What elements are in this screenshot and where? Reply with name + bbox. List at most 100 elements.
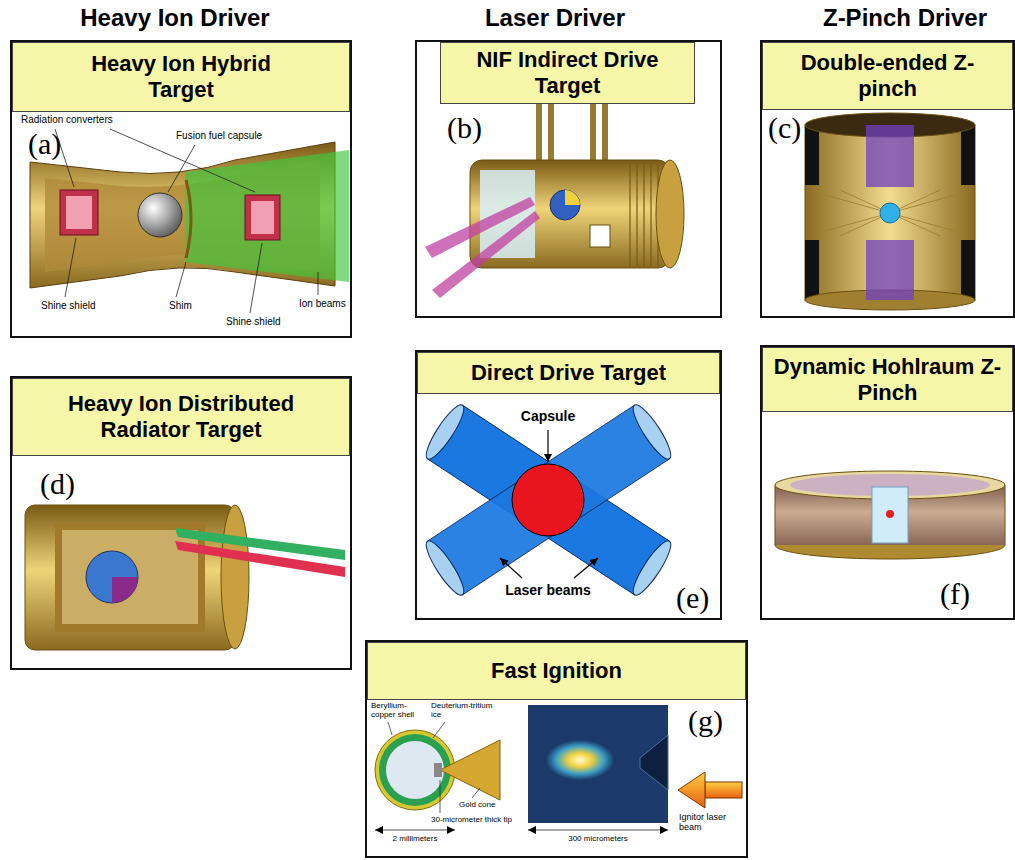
leader-arrow [574, 558, 598, 578]
hohlraum-art [656, 160, 684, 268]
panel-header: Fast Ignition [367, 642, 746, 700]
leader-line [250, 243, 262, 313]
hohlraum-art [550, 190, 580, 220]
direct-drive-art [421, 401, 470, 463]
radiator-target-art [25, 505, 235, 650]
panel-header: NIF Indirect Drive Target [440, 42, 695, 104]
part-label: Capsule [520, 408, 576, 424]
panel-title: Double-ended Z-pinch [798, 50, 978, 102]
dimension-line [528, 830, 668, 831]
hohlraum-art [630, 162, 658, 266]
hybrid-target-art [66, 196, 92, 229]
fast-ignition-art [546, 740, 614, 780]
target-panel: Heavy Ion Distributed Radiator Target (d) [10, 376, 352, 670]
leader-line [176, 262, 186, 297]
fast-ignition-art [705, 782, 742, 798]
direct-drive-art [628, 401, 677, 463]
hohlraum-art [536, 104, 542, 164]
hybrid-target-art [251, 201, 274, 234]
panel-title: Direct Drive Target [471, 360, 666, 386]
panel-title: Heavy Ion Hybrid Target [81, 51, 281, 103]
part-label: Fusion fuel capsule [175, 130, 263, 142]
dynamic-hohlraum-art [775, 485, 776, 545]
hybrid-target-art [60, 190, 98, 235]
leader-arrow [500, 430, 598, 578]
column-heading: Heavy Ion Driver [79, 4, 270, 32]
hohlraum-art [602, 104, 608, 164]
leader-line [472, 788, 480, 798]
part-label: Laser beams [504, 582, 592, 598]
dynamic-hohlraum-art [1005, 485, 1006, 545]
part-label: Gold cone [458, 800, 496, 809]
panel-letter: (f) [940, 578, 970, 610]
dynamic-hohlraum-art [872, 487, 908, 543]
target-panel: Heavy Ion Hybrid Target(a) [10, 40, 352, 338]
leader-arrow [500, 558, 522, 578]
part-label: Shine shield [225, 316, 281, 328]
hohlraum-art [425, 104, 684, 298]
fast-ignition-art [386, 741, 444, 799]
radiator-target-art [112, 577, 138, 603]
hybrid-target-art [185, 150, 349, 282]
radiator-target-art [221, 505, 249, 649]
direct-drive-art [512, 464, 584, 536]
leader-line [318, 272, 319, 295]
fast-ignition-art [440, 740, 500, 800]
panel-title: Heavy Ion Distributed Radiator Target [31, 391, 331, 443]
radiator-target-art [175, 541, 345, 577]
panel-title: NIF Indirect Drive Target [458, 47, 678, 99]
direct-drive-art [421, 401, 677, 599]
part-label: Beryllium-copper shell [370, 701, 424, 719]
dimension-label: 300 micrometers [567, 834, 629, 843]
panel-letter: (d) [40, 468, 75, 500]
hohlraum-art [548, 104, 554, 164]
radiator-target-art [25, 505, 345, 650]
panel-header: Double-ended Z-pinch [762, 42, 1013, 110]
column-heading: Laser Driver [484, 4, 626, 32]
target-panel: NIF Indirect Drive Target (b) [415, 40, 722, 318]
panel-header: Dynamic Hohlraum Z-Pinch [762, 347, 1013, 412]
z-pinch-art [805, 125, 819, 185]
part-label: Deuterium-tritium ice [430, 701, 502, 719]
z-pinch-art [866, 240, 914, 300]
panel-letter: (e) [676, 582, 709, 614]
hohlraum-art [565, 190, 580, 205]
leader-arrow [547, 430, 548, 462]
radiator-target-art [86, 551, 138, 603]
hybrid-target-art [186, 180, 191, 258]
leader-line [440, 780, 441, 813]
fast-ignition-art [640, 735, 668, 790]
panel-header: Direct Drive Target [417, 352, 720, 394]
z-pinch-art [805, 125, 975, 300]
target-panel: Direct Drive Target (e) [415, 350, 722, 620]
dimension-label: 2 millimeters [392, 834, 439, 843]
radiator-target-art [55, 522, 205, 632]
panel-header: Heavy Ion Distributed Radiator Target [12, 378, 350, 456]
dynamic-hohlraum-art [775, 471, 1005, 559]
hohlraum-art [643, 162, 644, 266]
hohlraum-art [636, 162, 637, 266]
hohlraum-art [590, 225, 610, 247]
panel-letter: (g) [688, 705, 723, 737]
part-label: Shine shield [40, 300, 96, 312]
dynamic-hohlraum-art [886, 510, 894, 518]
hohlraum-art [590, 104, 596, 164]
hybrid-target-art [245, 195, 280, 240]
z-pinch-art [825, 190, 955, 236]
fast-ignition-art [528, 705, 668, 823]
panel-title: Dynamic Hohlraum Z-Pinch [773, 354, 1003, 406]
target-panel: Dynamic Hohlraum Z-Pinch (f) [760, 345, 1015, 620]
leader-line [55, 129, 318, 313]
panel-letter: (b) [447, 112, 482, 144]
target-panel: Double-ended Z-pinch(c) [760, 40, 1015, 318]
part-label: Radiation converters [20, 114, 114, 126]
hohlraum-art [629, 162, 630, 266]
leader-line [433, 722, 445, 738]
direct-drive-art [427, 405, 669, 595]
hybrid-target-art [30, 129, 349, 313]
panel-header: Heavy Ion Hybrid Target [12, 42, 350, 112]
hohlraum-art [432, 211, 540, 298]
z-pinch-art [805, 240, 819, 300]
z-pinch-art [880, 203, 900, 223]
